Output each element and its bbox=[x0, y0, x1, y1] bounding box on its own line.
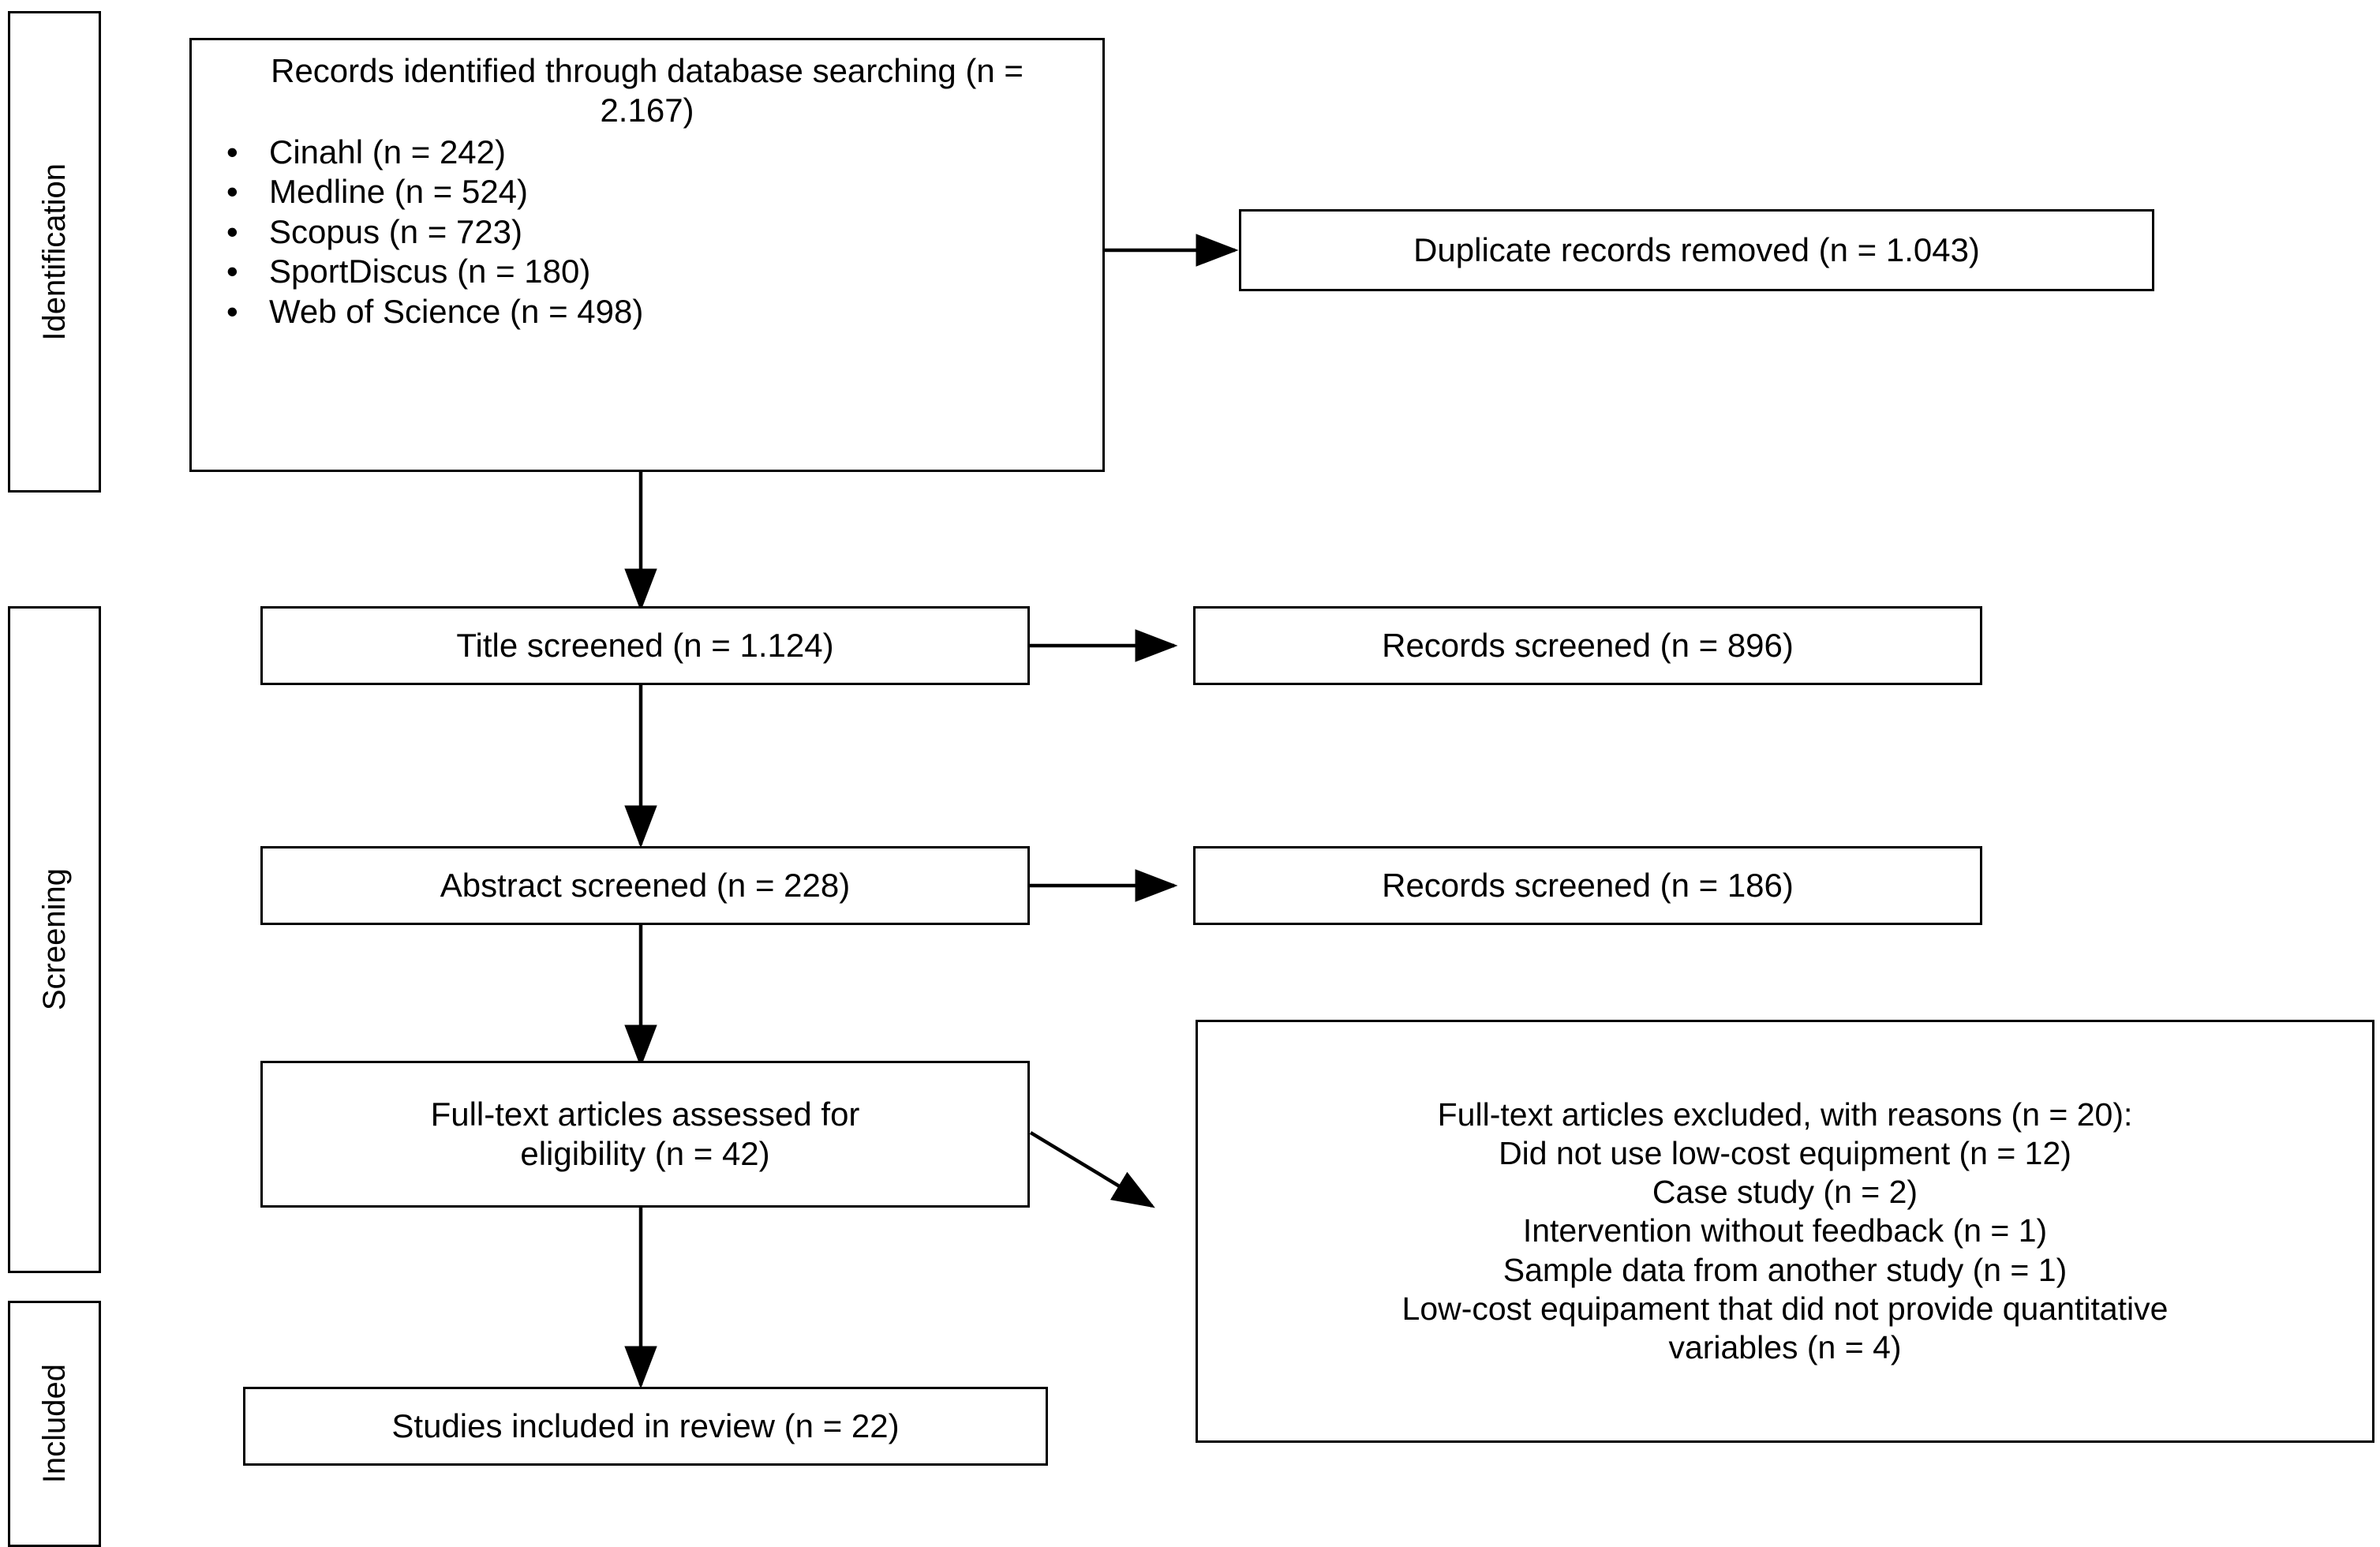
phase-label-identification: Identification bbox=[8, 11, 101, 493]
list-item: • Web of Science (n = 498) bbox=[220, 292, 1095, 332]
list-item: • Scopus (n = 723) bbox=[220, 212, 1095, 252]
source-label: Scopus (n = 723) bbox=[269, 212, 523, 250]
records-identified-source-list: • Cinahl (n = 242) • Medline (n = 524) •… bbox=[200, 133, 1095, 332]
node-title-screened: Title screened (n = 1.124) bbox=[260, 606, 1030, 685]
records-screened-896-text: Records screened (n = 896) bbox=[1382, 627, 1794, 665]
exclusion-reason-no-feedback: Intervention without feedback (n = 1) bbox=[1522, 1212, 2048, 1249]
source-label: Web of Science (n = 498) bbox=[269, 292, 644, 330]
phase-label-included: Included bbox=[8, 1301, 101, 1547]
exclusion-reason-not-low-cost: Did not use low-cost equipment (n = 12) bbox=[1499, 1135, 2071, 1172]
exclusion-reason-case-study: Case study (n = 2) bbox=[1652, 1174, 1918, 1211]
list-item: • Cinahl (n = 242) bbox=[220, 133, 1095, 172]
duplicate-records-removed-text: Duplicate records removed (n = 1.043) bbox=[1413, 231, 1980, 269]
fulltext-assessed-line-1: Full-text articles assessed for bbox=[430, 1096, 860, 1133]
phase-label-screening: Screening bbox=[8, 606, 101, 1273]
title-screened-text: Title screened (n = 1.124) bbox=[456, 627, 834, 665]
studies-included-text: Studies included in review (n = 22) bbox=[391, 1407, 900, 1445]
phase-label-screening-text: Screening bbox=[37, 868, 72, 1011]
exclusion-reason-sample-other-study: Sample data from another study (n = 1) bbox=[1502, 1251, 2068, 1288]
source-label: Cinahl (n = 242) bbox=[269, 133, 507, 171]
records-identified-title: Records identified through database sear… bbox=[271, 52, 1023, 129]
node-studies-included: Studies included in review (n = 22) bbox=[243, 1387, 1048, 1466]
node-duplicate-records-removed: Duplicate records removed (n = 1.043) bbox=[1239, 209, 2154, 291]
bullet-icon: • bbox=[226, 292, 238, 330]
node-fulltext-excluded: Full-text articles excluded, with reason… bbox=[1196, 1020, 2374, 1443]
bullet-icon: • bbox=[226, 173, 238, 211]
exclusion-reason-no-quantitative-a: Low-cost equipament that did not provide… bbox=[1401, 1290, 2169, 1327]
records-screened-186-text: Records screened (n = 186) bbox=[1382, 867, 1794, 905]
arrow-fulltext-to-excluded bbox=[1029, 1131, 1155, 1208]
node-records-screened-186: Records screened (n = 186) bbox=[1193, 846, 1982, 925]
fulltext-assessed-line-2: eligibility (n = 42) bbox=[520, 1135, 770, 1172]
exclusion-reason-no-quantitative-b: variables (n = 4) bbox=[1668, 1328, 1902, 1365]
list-item: • Medline (n = 524) bbox=[220, 172, 1095, 212]
phase-label-included-text: Included bbox=[37, 1364, 72, 1484]
node-fulltext-assessed: Full-text articles assessed for eligibil… bbox=[260, 1061, 1030, 1208]
abstract-screened-text: Abstract screened (n = 228) bbox=[440, 867, 851, 905]
phase-label-identification-text: Identification bbox=[37, 163, 72, 341]
list-item: • SportDiscus (n = 180) bbox=[220, 252, 1095, 291]
exclusion-line-header: Full-text articles excluded, with reason… bbox=[1437, 1096, 2133, 1133]
node-records-screened-896: Records screened (n = 896) bbox=[1193, 606, 1982, 685]
bullet-icon: • bbox=[226, 253, 238, 290]
bullet-icon: • bbox=[226, 212, 238, 250]
node-abstract-screened: Abstract screened (n = 228) bbox=[260, 846, 1030, 925]
node-records-identified: Records identified through database sear… bbox=[189, 38, 1105, 472]
source-label: SportDiscus (n = 180) bbox=[269, 253, 591, 290]
source-label: Medline (n = 524) bbox=[269, 173, 529, 211]
bullet-icon: • bbox=[226, 133, 238, 171]
